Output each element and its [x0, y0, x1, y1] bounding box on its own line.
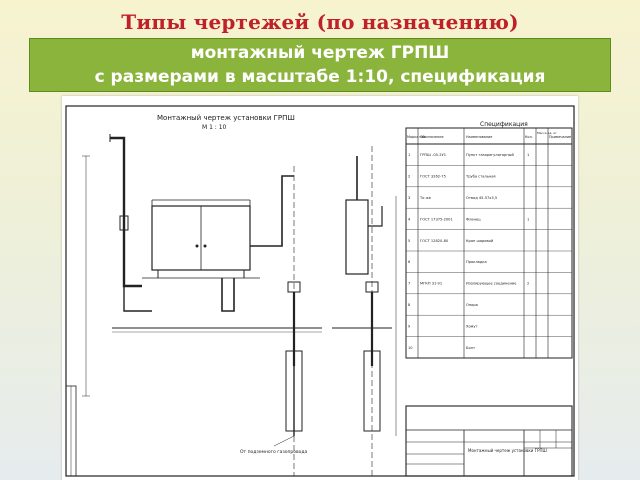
title-block-text: Монтажный чертеж установки ГРПШ	[468, 448, 547, 453]
drawing-sheet: Монтажный чертеж установки ГРПШ М 1 : 10	[62, 96, 578, 480]
spec-cell-name: Хомут	[466, 324, 478, 328]
spec-cell-qty: 2	[527, 282, 529, 286]
section-label: М 1 : 10	[202, 124, 227, 131]
subtitle-band: монтажный чертеж ГРПШ с размерами в масш…	[29, 38, 611, 92]
spec-col-code: Обозначение	[420, 135, 444, 139]
spec-cell-name: Пункт газорегуляторный	[466, 153, 515, 157]
spec-cell-qty: 1	[527, 217, 529, 221]
spec-cell-code: МГКП 31-91	[420, 282, 442, 286]
spec-cell-name: Прокладка	[466, 260, 487, 264]
spec-cell-name: Болт	[466, 346, 475, 350]
spec-cell-name: Отвод 45-57х3,5	[466, 196, 497, 200]
drawing-heading: Монтажный чертеж установки ГРПШ	[157, 114, 295, 122]
spec-heading: Спецификация	[480, 121, 528, 128]
slide-title: Типы чертежей (по назначению)	[121, 10, 519, 34]
spec-cell-pos: 9	[408, 324, 411, 328]
spec-col-note: Примечание	[549, 135, 571, 139]
spec-cell-code: То же	[419, 196, 432, 200]
specification-table: Спецификация Марка поз. Обозначение Наим…	[405, 121, 573, 359]
spec-cell-pos: 5	[408, 239, 410, 243]
spec-cell-pos: 10	[408, 346, 413, 350]
spec-cell-pos: 3	[408, 196, 410, 200]
spec-cell-pos: 6	[408, 260, 411, 264]
spec-cell-code: ГРПШ -05-2У1	[420, 153, 446, 157]
spec-cell-code: ГОСТ 12820-80	[420, 239, 449, 243]
spec-cell-name: Изолирующее соединение	[466, 282, 517, 286]
spec-cell-pos: 8	[408, 303, 411, 307]
bottom-note: От подземного газопровода	[240, 449, 308, 455]
spec-cell-code: ГОСТ 17375-2001	[420, 217, 453, 221]
subtitle-line-1: монтажный чертеж ГРПШ	[190, 43, 450, 63]
spec-cell-code: ГОСТ 3262-75	[420, 175, 446, 179]
title-block: Монтажный чертеж установки ГРПШ	[405, 405, 573, 477]
spec-col-pos: Марка поз.	[407, 135, 427, 139]
spec-col-mass: Масса ед. кг	[537, 131, 557, 135]
subtitle-line-2: с размерами в масштабе 1:10, спецификаци…	[94, 67, 546, 87]
spec-cell-pos: 4	[408, 217, 411, 221]
spec-cell-name: Труба стальная	[465, 175, 496, 179]
spec-cell-pos: 1	[408, 153, 410, 157]
spec-cell-name: Кран шаровой	[466, 239, 494, 243]
spec-cell-name: Фланец	[466, 217, 481, 221]
spec-col-qty: Кол.	[525, 135, 533, 139]
spec-cell-name: Опора	[466, 303, 478, 307]
spec-cell-qty: 1	[527, 153, 529, 157]
spec-col-name: Наименование	[466, 135, 492, 139]
spec-cell-pos: 2	[408, 175, 410, 179]
technical-drawing: Монтажный чертеж установки ГРПШ М 1 : 10	[65, 105, 575, 477]
spec-cell-pos: 7	[408, 282, 410, 286]
